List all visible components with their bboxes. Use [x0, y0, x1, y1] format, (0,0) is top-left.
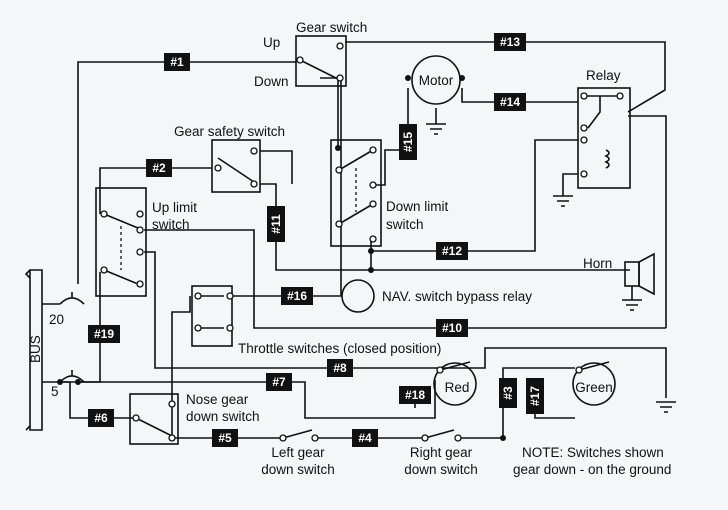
terminals [100, 42, 624, 442]
svg-text:#19: #19 [94, 327, 114, 341]
svg-text:#5: #5 [218, 431, 232, 445]
label-relay: Relay [586, 68, 621, 83]
green-light [572, 361, 616, 406]
wire-2 [99, 167, 212, 214]
wire-gear-safety-top [260, 150, 293, 184]
tag-3: #3 [499, 378, 517, 408]
label-note-2: gear down - on the ground [513, 462, 671, 477]
tag-15: #15 [399, 124, 417, 160]
svg-text:#3: #3 [501, 386, 515, 400]
tag-12: #12 [436, 242, 468, 260]
wire-up-limit-bottom [144, 251, 667, 398]
nose-gear-down-switch [129, 393, 179, 445]
circuit-breaker-20 [42, 292, 85, 305]
svg-text:#10: #10 [442, 321, 462, 335]
tag-16: #16 [281, 287, 313, 305]
ground-icon [656, 401, 676, 413]
label-up: Up [263, 35, 280, 50]
relay [577, 87, 631, 189]
svg-text:#16: #16 [287, 289, 307, 303]
junction-dots [57, 75, 506, 441]
svg-text:#2: #2 [152, 161, 166, 175]
tag-6: #6 [88, 409, 114, 427]
left-gear-down-switch [282, 429, 313, 439]
tag-19: #19 [88, 325, 120, 343]
right-gear-down-switch [424, 429, 455, 439]
tag-7: #7 [266, 373, 292, 391]
label-green: Green [575, 380, 613, 395]
wire-relay-ground [562, 173, 578, 196]
label-nose-gear-2: down switch [186, 409, 260, 424]
label-red: Red [445, 380, 470, 395]
label-down: Down [254, 74, 289, 89]
up-limit-switch [95, 187, 147, 297]
wire-up-limit-right [144, 229, 666, 329]
svg-text:#4: #4 [358, 431, 372, 445]
label-cb-20: 20 [49, 312, 64, 327]
down-limit-switch [330, 139, 382, 247]
label-left-gear-1: Left gear [271, 445, 325, 460]
wire-7 [60, 380, 436, 419]
label-left-gear-2: down switch [261, 462, 335, 477]
tag-17: #17 [526, 378, 544, 414]
motor-ground-icon [426, 123, 446, 135]
svg-text:#14: #14 [500, 95, 520, 109]
tag-10: #10 [436, 319, 468, 337]
tag-2: #2 [146, 159, 172, 177]
svg-text:#18: #18 [405, 388, 425, 402]
svg-text:#6: #6 [94, 411, 108, 425]
gear-safety-switch [211, 139, 261, 193]
wire-1 [77, 61, 296, 284]
label-cb-5: 5 [51, 384, 59, 399]
bus-bar [24, 269, 43, 431]
label-down-limit-1: Down limit [386, 199, 449, 214]
label-note-1: NOTE: Switches shown [522, 445, 664, 460]
label-nose-gear-1: Nose gear [186, 392, 249, 407]
wire-gear-down [320, 77, 339, 148]
svg-text:#8: #8 [333, 361, 347, 375]
gear-switch [295, 35, 347, 87]
wire-motor-right [461, 88, 578, 103]
label-right-gear-2: down switch [404, 462, 478, 477]
wire-throttle-nose [171, 296, 191, 438]
label-horn: Horn [583, 256, 612, 271]
tag-11: #11 [267, 206, 285, 242]
svg-text:#11: #11 [269, 214, 283, 234]
nav-bypass-relay [341, 279, 375, 313]
label-up-limit-2: switch [152, 217, 190, 232]
svg-text:#15: #15 [401, 132, 415, 152]
tag-4: #4 [352, 429, 378, 447]
label-gear-safety-switch: Gear safety switch [174, 124, 285, 139]
label-bus: BUS [28, 335, 43, 363]
tag-18: #18 [399, 386, 431, 404]
label-down-limit-2: switch [386, 217, 424, 232]
tag-1: #1 [164, 53, 190, 71]
tag-14: #14 [494, 93, 526, 111]
tag-8: #8 [327, 359, 353, 377]
label-nav-bypass: NAV. switch bypass relay [382, 289, 532, 304]
label-throttle: Throttle switches (closed position) [238, 341, 441, 356]
relay-ground-icon [553, 195, 573, 207]
svg-text:#7: #7 [272, 375, 286, 389]
svg-text:#12: #12 [442, 244, 462, 258]
label-right-gear-1: Right gear [410, 445, 473, 460]
label-motor: Motor [419, 73, 454, 88]
tag-13: #13 [494, 33, 526, 51]
throttle-switches [191, 285, 233, 347]
wire-relay-right [628, 115, 667, 328]
svg-text:#13: #13 [500, 35, 520, 49]
red-light [433, 361, 477, 406]
wires [60, 41, 667, 439]
svg-text:#17: #17 [528, 386, 542, 406]
label-gear-switch: Gear switch [296, 20, 367, 35]
svg-text:#1: #1 [170, 55, 184, 69]
tag-5: #5 [212, 429, 238, 447]
label-up-limit-1: Up limit [152, 200, 197, 215]
horn-icon [622, 252, 655, 311]
